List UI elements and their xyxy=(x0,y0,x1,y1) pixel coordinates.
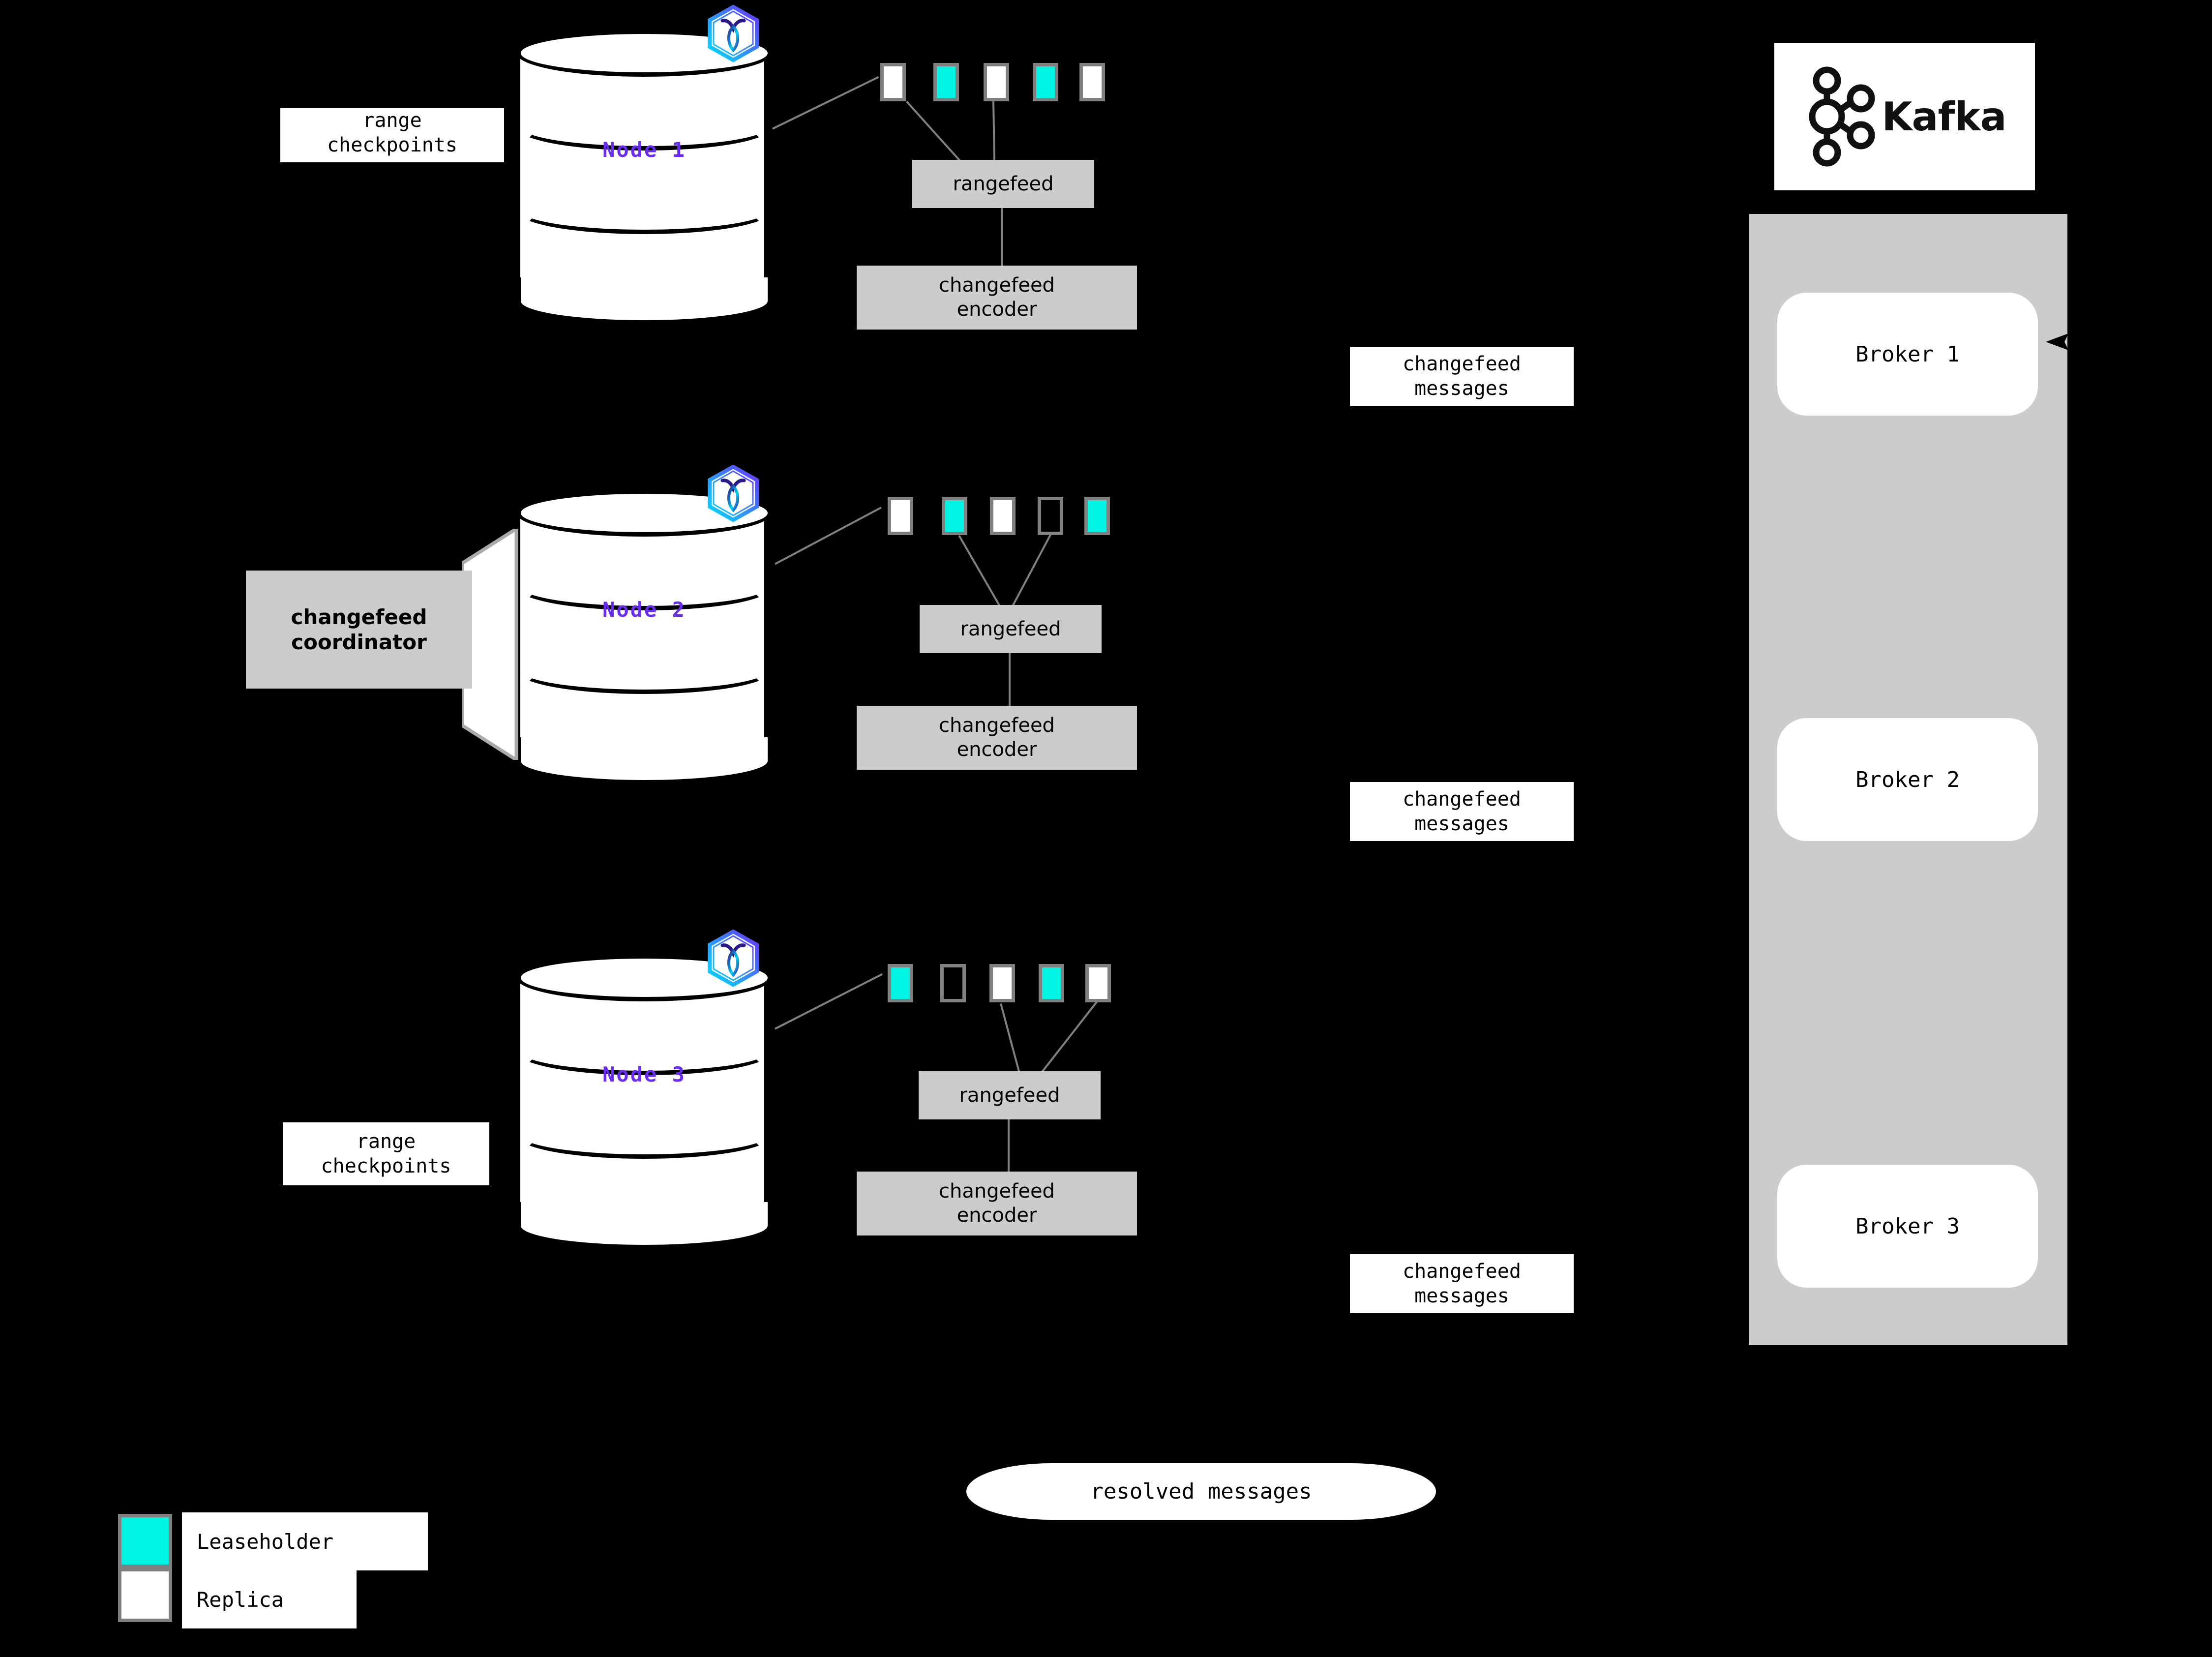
node-2-range-1 xyxy=(888,497,913,535)
legend-swatch-replica xyxy=(118,1568,172,1622)
cylinder-band-2 xyxy=(516,647,772,694)
broker-1[interactable]: Broker 1 xyxy=(1777,293,2038,416)
node-1-cylinder xyxy=(516,30,772,325)
cylinder-body xyxy=(516,978,768,1226)
node-2-encoder-box: changefeed encoder xyxy=(857,706,1137,770)
cylinder-band-1 xyxy=(516,103,772,151)
node-2-range-3 xyxy=(990,497,1016,535)
cylinder-bottom-cap xyxy=(516,277,772,325)
node-1-range-to-rangefeed-line-b xyxy=(992,101,996,165)
node-1-cylinder-to-range-line xyxy=(772,76,879,130)
broker-3[interactable]: Broker 3 xyxy=(1777,1165,2038,1288)
legend-label-leaseholder: Leaseholder xyxy=(197,1529,334,1554)
node-3-label: Node 3 xyxy=(602,1062,686,1086)
node-2-cylinder-to-range-line xyxy=(775,506,882,565)
cockroachdb-logo xyxy=(706,4,761,67)
changefeed-messages-text-1: changefeed messages xyxy=(1403,353,1521,400)
node-2-range-4 xyxy=(1038,497,1063,535)
broker-2-label: Broker 2 xyxy=(1855,767,1960,792)
node-3-encoder-label: changefeed encoder xyxy=(939,1180,1055,1227)
changefeed-messages-label-1: changefeed messages xyxy=(1350,347,1574,406)
broker-1-inbound-arrowhead xyxy=(2046,330,2070,356)
node-1-range-3 xyxy=(984,63,1009,101)
node-2-rangefeed-to-encoder-line xyxy=(1009,653,1011,711)
legend-swatch-leaseholder xyxy=(118,1514,172,1568)
cylinder-band-1 xyxy=(516,1028,772,1075)
cockroachdb-logo xyxy=(706,929,761,992)
node-3-range-4 xyxy=(1039,964,1064,1002)
node-1-range-5 xyxy=(1079,63,1105,101)
node-1-range-4 xyxy=(1033,63,1058,101)
node-1-range-checkpoints-text: range checkpoints xyxy=(327,109,457,156)
node-3-rangefeed-to-encoder-line xyxy=(1008,1119,1010,1178)
cylinder-band-1 xyxy=(516,563,772,610)
cylinder-band-2 xyxy=(516,1112,772,1159)
node-3-range-checkpoints-text: range checkpoints xyxy=(321,1130,451,1177)
node-1-range-2 xyxy=(933,63,959,101)
node-3-range-1 xyxy=(888,964,913,1002)
node-2-range-5 xyxy=(1084,497,1110,535)
node-3-cylinder xyxy=(516,954,772,1249)
cylinder-bottom-cap xyxy=(516,737,772,784)
changefeed-messages-text-2: changefeed messages xyxy=(1403,788,1521,835)
node-1-encoder-label: changefeed encoder xyxy=(939,274,1055,321)
node-2-label: Node 2 xyxy=(602,598,686,622)
resolved-messages-label: resolved messages xyxy=(1090,1479,1312,1504)
resolved-messages-pill: resolved messages xyxy=(966,1463,1436,1520)
node-3-range-checkpoints-label: range checkpoints xyxy=(283,1122,489,1185)
node-1-rangefeed-to-encoder-line xyxy=(1001,208,1003,266)
node-1-label: Node 1 xyxy=(602,138,686,162)
kafka-logo-container: Kafka xyxy=(1774,43,2035,190)
node-3-range-3 xyxy=(989,964,1015,1002)
cylinder-body xyxy=(516,53,768,301)
kafka-logo-text: Kafka xyxy=(1882,93,2007,140)
node-3-range-2 xyxy=(940,964,966,1002)
broker-3-label: Broker 3 xyxy=(1855,1213,1960,1239)
node-1-encoder-box: changefeed encoder xyxy=(857,266,1137,330)
legend-label-replica-box: Replica xyxy=(182,1570,357,1628)
node-3-rangefeed-label: rangefeed xyxy=(959,1084,1060,1107)
node-1-rangefeed-box: rangefeed xyxy=(912,160,1094,208)
node-1-rangefeed-label: rangefeed xyxy=(953,172,1054,195)
cylinder-bottom-cap xyxy=(516,1202,772,1249)
changefeed-coordinator-box: changefeed coordinator xyxy=(246,571,472,689)
broker-2[interactable]: Broker 2 xyxy=(1777,718,2038,841)
node-2-cylinder xyxy=(516,489,772,784)
node-1-range-checkpoints-label: range checkpoints xyxy=(280,108,504,162)
node-3-range-5 xyxy=(1085,964,1111,1002)
node-1-range-1 xyxy=(880,63,906,101)
broker-1-label: Broker 1 xyxy=(1855,341,1960,367)
legend-label-leaseholder-box: Leaseholder xyxy=(182,1512,428,1570)
changefeed-messages-label-3: changefeed messages xyxy=(1350,1254,1574,1313)
changefeed-coordinator-label: changefeed coordinator xyxy=(291,604,427,654)
cylinder-band-2 xyxy=(516,187,772,234)
changefeed-messages-text-3: changefeed messages xyxy=(1403,1260,1521,1307)
node-3-encoder-box: changefeed encoder xyxy=(857,1172,1137,1235)
node-2-range-2 xyxy=(942,497,967,535)
node-2-rangefeed-label: rangefeed xyxy=(960,617,1061,640)
cockroachdb-logo xyxy=(706,464,761,527)
node-2-encoder-label: changefeed encoder xyxy=(939,714,1055,761)
legend-label-replica: Replica xyxy=(197,1587,284,1612)
node-2-rangefeed-box: rangefeed xyxy=(920,605,1102,653)
changefeed-messages-label-2: changefeed messages xyxy=(1350,782,1574,841)
changefeed-coordinator-callout-flag xyxy=(460,525,531,763)
node-3-cylinder-to-range-line xyxy=(775,973,883,1030)
kafka-logo-icon xyxy=(1809,66,1875,167)
cylinder-body xyxy=(516,513,768,761)
node-3-rangefeed-box: rangefeed xyxy=(919,1071,1101,1119)
